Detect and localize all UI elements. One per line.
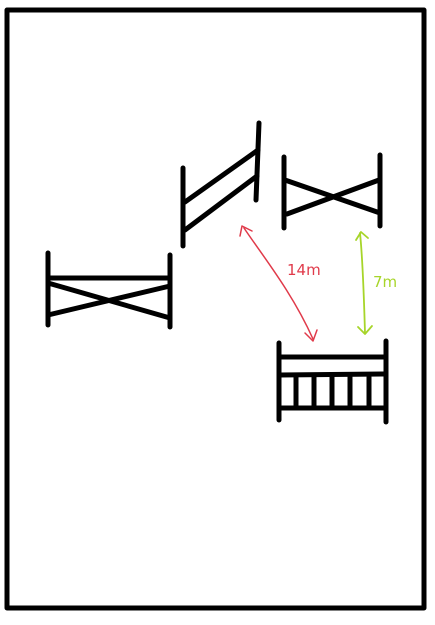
outer-frame xyxy=(4,7,427,611)
right-x-barrier xyxy=(281,152,383,231)
green-distance-label: 7m xyxy=(373,273,397,291)
right-barrier-cross-up xyxy=(284,177,382,217)
green-arrowhead-bottom xyxy=(357,325,373,335)
red-arrowhead-bottom xyxy=(304,329,318,342)
fence-middle-rail xyxy=(277,371,388,378)
red-arrowhead-top xyxy=(239,225,253,237)
red-distance-label: 14m xyxy=(287,261,321,279)
angled-barrier-bottom-rail xyxy=(182,173,260,233)
fence-gate xyxy=(276,338,389,425)
green-measure-line xyxy=(359,232,366,334)
left-barrier-cross-up xyxy=(45,283,173,318)
angled-barrier-top-rail xyxy=(182,147,261,205)
red-measure-line xyxy=(243,227,314,340)
red-measurement: 14m xyxy=(239,225,321,342)
angled-barrier-right-post xyxy=(253,120,262,203)
green-measurement: 7m xyxy=(355,231,397,335)
left-x-barrier xyxy=(45,250,173,330)
angled-barrier xyxy=(180,120,262,249)
green-arrowhead-top xyxy=(355,231,369,241)
